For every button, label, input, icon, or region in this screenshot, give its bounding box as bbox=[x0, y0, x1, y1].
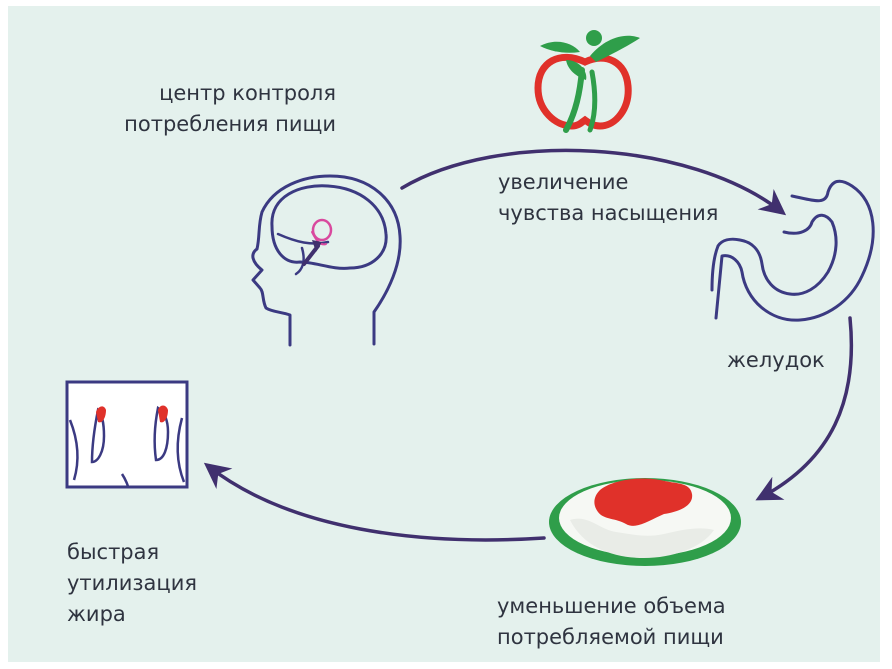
plate-of-food-icon bbox=[549, 478, 741, 566]
logo-apple-figure-icon bbox=[538, 30, 640, 130]
label-satiety-increase: увеличение чувства насыщения bbox=[498, 167, 718, 229]
label-portion-reduction: уменьшение объема потребляемой пищи bbox=[497, 591, 726, 653]
label-stomach: желудок bbox=[727, 345, 825, 376]
body-outline-icon bbox=[67, 382, 187, 487]
head-brain-icon bbox=[253, 176, 400, 345]
label-fat-utilization: быстрая утилизация жира bbox=[67, 537, 197, 630]
stomach-icon bbox=[712, 181, 873, 320]
arrow-plate-to-body bbox=[208, 466, 544, 540]
label-control-center: центр контроля потребления пищи bbox=[70, 78, 336, 140]
